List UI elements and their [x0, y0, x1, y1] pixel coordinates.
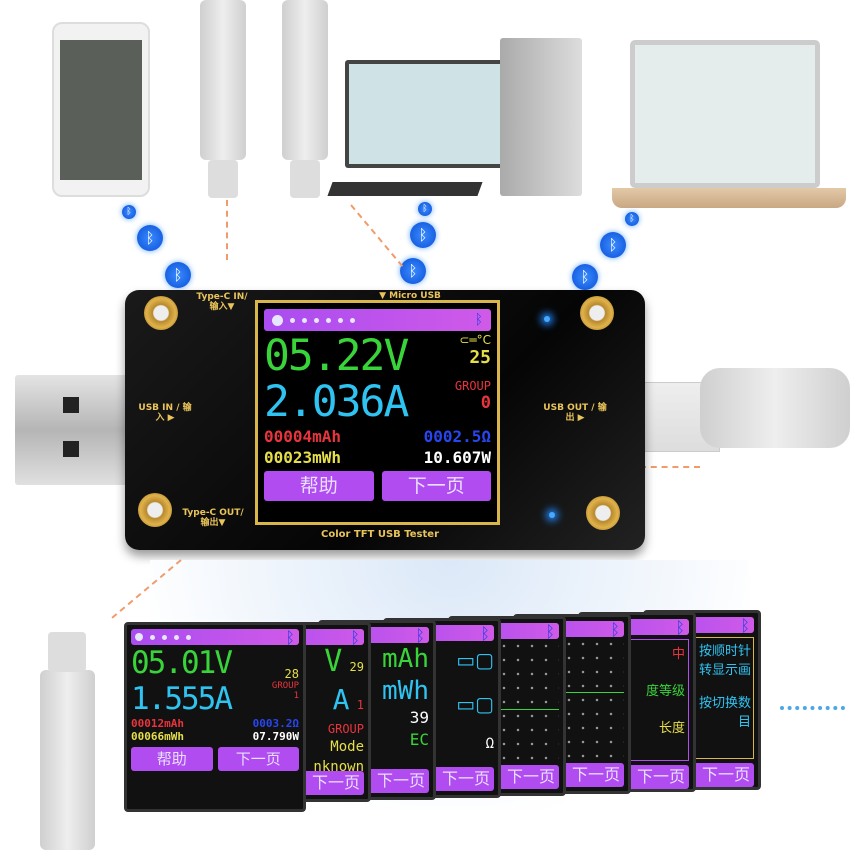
screw — [138, 493, 172, 527]
card-text: 转显示画 — [698, 663, 751, 678]
card-text: 中 — [671, 647, 685, 662]
resistance-value: 0002.5Ω — [423, 427, 491, 446]
micro-usb-cable-top — [282, 0, 328, 160]
temperature-value: 25 — [469, 347, 491, 368]
card-text: EC — [409, 730, 429, 749]
led — [544, 316, 550, 322]
group-value: 0 — [480, 393, 491, 413]
type-c-cable-bottom — [40, 670, 95, 850]
screw — [144, 296, 178, 330]
micro-usb-plug — [290, 160, 320, 198]
card-text: GROUP — [327, 722, 364, 736]
label-typec-in: Type-C IN/输入▼ — [196, 292, 248, 312]
capacity-value: 00004mAh — [264, 427, 342, 446]
screw — [586, 496, 620, 530]
bluetooth-icon: ᛒ — [410, 222, 436, 248]
bluetooth-icon: ᛒ — [418, 202, 432, 216]
device-icon: ▭▢ — [456, 692, 494, 716]
type-c-plug — [208, 160, 238, 198]
bluetooth-icon: ᛒ — [122, 205, 136, 219]
label-micro-usb: ▼ Micro USB — [379, 291, 441, 301]
card-power: 07.790W — [252, 730, 299, 743]
card-text: 29 — [349, 660, 364, 674]
card-text: nknown — [313, 759, 364, 771]
device-icon: ▭▢ — [456, 648, 494, 672]
card-text: A — [332, 683, 350, 716]
help-button[interactable]: 帮助 — [264, 471, 374, 501]
group-label: GROUP — [454, 379, 491, 393]
keyboard — [327, 182, 483, 196]
temp-unit: °C — [476, 333, 491, 347]
label-usb-in: USB IN / 输入 ▶ — [138, 403, 192, 423]
help-button: 帮助 — [131, 747, 213, 771]
card-energy: 00066mWh — [131, 730, 184, 743]
smartphone — [52, 22, 150, 197]
power-value: 10.607W — [423, 448, 491, 467]
device-name-label: Color TFT USB Tester — [320, 529, 440, 540]
laptop — [630, 40, 820, 188]
current-value: 2.036A — [264, 377, 409, 427]
type-c-cable-top — [200, 0, 246, 160]
card-voltage: 05.01V — [131, 645, 233, 681]
next-page-button: 下一页 — [217, 747, 299, 771]
bluetooth-icon: ᛒ — [625, 212, 639, 226]
usb-a-plug — [15, 375, 130, 485]
card-text: mWh — [382, 676, 429, 706]
arrow — [350, 204, 404, 267]
screw — [580, 296, 614, 330]
pc-tower — [500, 38, 582, 196]
card-text: V — [324, 645, 343, 679]
card-text: Mode — [330, 739, 364, 755]
bluetooth-icon: ᛒ — [474, 312, 483, 328]
tft-screen: ᛒ 05.22V ⊂═°C 25 2.036A GROUP 0 00004mAh… — [255, 300, 500, 525]
card-text: 39 — [409, 708, 429, 727]
card-resistance: 0003.2Ω — [252, 717, 299, 730]
card-current: 1.555A — [131, 681, 233, 717]
card-temp: 28 — [284, 667, 299, 681]
laptop-base — [612, 188, 846, 208]
arrow — [640, 466, 700, 468]
page-indicator-bar: ᛒ — [264, 309, 491, 331]
thermometer-icon: ⊂═ — [459, 333, 477, 347]
label-usb-out: USB OUT / 输出 ▶ — [543, 403, 607, 423]
energy-value: 00023mWh — [264, 448, 342, 467]
desktop-monitor — [345, 60, 505, 168]
phone-screen — [60, 40, 142, 180]
card-group: 1 — [293, 691, 299, 701]
card-text: Ω — [485, 736, 494, 752]
card-text: 度等级 — [645, 684, 685, 699]
card-text: 目 — [737, 715, 751, 730]
type-c-plug — [48, 632, 86, 672]
bluetooth-icon: ᛒ — [600, 232, 626, 258]
card-text: 1 — [356, 698, 364, 712]
bluetooth-icon: ᛒ — [137, 225, 163, 251]
bluetooth-icon: ᛒ — [572, 264, 598, 290]
card-group-label: GROUP — [271, 681, 299, 691]
more-dots — [780, 706, 845, 710]
bluetooth-icon: ᛒ — [400, 258, 426, 284]
card-capacity: 00012mAh — [131, 717, 184, 730]
usb-cable-right — [700, 368, 850, 448]
card-text: 长度 — [658, 721, 685, 736]
card-text: 按切换数 — [698, 696, 751, 711]
arrow — [226, 200, 228, 260]
voltage-value: 05.22V — [264, 331, 409, 381]
card-text: mAh — [382, 644, 429, 674]
led — [549, 512, 555, 518]
label-typec-out: Type-C OUT/输出▼ — [182, 508, 244, 528]
card-text: 按顺时针 — [698, 644, 751, 659]
bluetooth-icon: ᛒ — [165, 262, 191, 288]
next-page-button[interactable]: 下一页 — [381, 471, 491, 501]
